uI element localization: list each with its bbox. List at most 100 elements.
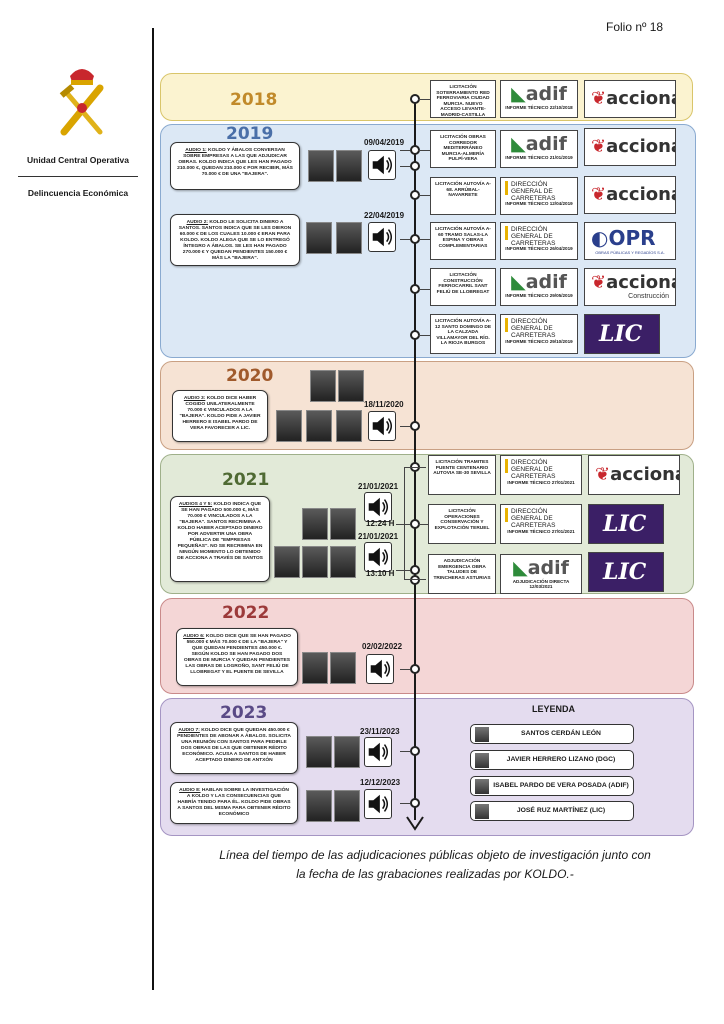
audio-title: AUDIO 2:	[186, 220, 209, 225]
contract-box: LICITACIÓN OBRAS CORREDOR MEDITERRÁNEO M…	[430, 130, 496, 168]
timeline-node	[410, 746, 420, 756]
report-label: ADJUDICACIÓN DIRECTA 12/03/2021	[512, 579, 570, 589]
connector	[400, 239, 410, 240]
audio-note: AUDIO 6: KOLDO DICE QUE SE HAN PAGADO 55…	[176, 628, 298, 686]
report-org: adif	[527, 557, 569, 579]
audio-date: 23/11/2023	[360, 727, 400, 736]
legend-item-label: JOSÉ RUZ MARTÍNEZ (LIC)	[516, 807, 606, 814]
speaker-icon[interactable]	[366, 654, 394, 684]
report-box-adif: ◣adif ADJUDICACIÓN DIRECTA 12/03/2021	[500, 554, 582, 594]
contract-box: LICITACIÓN TRAMITES PUENTE CENTENARIO AU…	[428, 455, 496, 495]
audio-title: AUDIO 6:	[183, 634, 205, 639]
report-box-adif: ◣adif INFORME TÉCNICO 29/05/2019	[500, 268, 578, 306]
speaker-icon[interactable]	[368, 150, 396, 180]
adif-leaf-icon: ◣	[511, 83, 526, 105]
year-label-2018: 2018	[230, 90, 278, 110]
company-logo-acciona: ❦acciona Construcción	[584, 268, 676, 306]
adif-leaf-icon: ◣	[511, 133, 526, 155]
person-photo	[306, 736, 332, 768]
timeline-node	[410, 575, 420, 585]
caption-line: Línea del tiempo de las adjudicaciones p…	[219, 848, 651, 862]
company-logo-acciona: ❦acciona	[584, 80, 676, 118]
timeline-node	[410, 421, 420, 431]
speaker-icon[interactable]	[368, 222, 396, 252]
guardia-civil-emblem-icon	[59, 69, 104, 136]
audio-note: AUDIOS 4 Y 5: KOLDO INDICA QUE SE HAN PA…	[170, 496, 270, 582]
audio-text: HABLAN SOBRE LA INVESTIGACIÓN A KOLDO Y …	[177, 788, 291, 817]
connector	[400, 426, 410, 427]
acciona-mark-icon: ❦	[591, 184, 607, 205]
person-photo	[475, 779, 489, 794]
speaker-icon[interactable]	[364, 737, 392, 767]
person-photo	[330, 508, 356, 540]
report-label: INFORME TÉCNICO 26/04/2019	[505, 246, 573, 251]
legend-title: LEYENDA	[532, 704, 576, 714]
acciona-mark-icon: ❦	[595, 464, 611, 485]
report-org: DIRECCIÓN GENERAL DE CARRETERAS	[505, 318, 573, 339]
audio-title: AUDIOS 4 Y 5:	[178, 502, 213, 507]
company-name: acciona	[606, 136, 676, 157]
connector	[400, 166, 410, 167]
connector	[404, 467, 426, 468]
connector	[418, 195, 430, 196]
connector	[396, 570, 410, 571]
year-label-2019: 2019	[226, 124, 274, 144]
audio-date: 12/12/2023	[360, 778, 401, 787]
company-name: acciona	[610, 464, 680, 485]
figure-caption: Línea del tiempo de las adjudicaciones p…	[170, 846, 700, 884]
margin-line	[152, 28, 154, 990]
legend-item-label: JAVIER HERRERO LIZANO (DGC)	[506, 756, 616, 763]
audio-note: AUDIO 7: KOLDO DICE QUE QUEDAN 450.000 €…	[170, 722, 298, 774]
audio-text: KOLDO Y ÁBALOS CONVERSAN SOBRE EMPRESAS …	[177, 148, 293, 177]
connector	[396, 524, 410, 525]
legend-item: ISABEL PARDO DE VERA POSADA (ADIF)	[470, 776, 634, 796]
speaker-icon[interactable]	[364, 542, 392, 572]
year-label-2021: 2021	[222, 470, 270, 490]
connector	[418, 289, 430, 290]
report-org: DIRECCIÓN GENERAL DE CARRETERAS	[505, 181, 573, 202]
company-logo-lic: LIC	[588, 504, 664, 544]
person-photo	[336, 150, 362, 182]
audio-date: 02/02/2022	[362, 642, 403, 651]
speaker-icon[interactable]	[364, 789, 392, 819]
report-org: adif	[525, 83, 567, 105]
adif-leaf-icon: ◣	[511, 271, 526, 293]
report-org: adif	[525, 133, 567, 155]
connector	[400, 150, 410, 151]
person-photo	[274, 546, 300, 578]
speaker-icon[interactable]	[368, 411, 396, 441]
connector-2021-bracket	[404, 467, 427, 579]
acciona-mark-icon: ❦	[591, 88, 607, 109]
contract-box: LICITACIÓN OPERACIONES CONSERVACIÓN Y EX…	[428, 504, 496, 544]
audio-text: KOLDO DICE QUE QUEDAN 450.000 € PENDIENT…	[177, 728, 291, 763]
timeline-node	[410, 161, 420, 171]
report-label: INFORME TÉCNICO 12/04/2019	[505, 201, 573, 206]
report-box-dgc: DIRECCIÓN GENERAL DE CARRETERAS INFORME …	[500, 504, 582, 544]
report-box-adif: ◣adif INFORME TÉCNICO 22/10/2018	[500, 80, 578, 118]
contract-box: LICITACIÓN AUTOVÍA A-68. ARRÚBAL-NAVARRE…	[430, 177, 496, 215]
report-label: INFORME TÉCNICO 27/01/2021	[507, 480, 575, 485]
audio-date: 21/01/2021	[358, 482, 399, 491]
connector	[418, 524, 428, 525]
connector	[400, 751, 410, 752]
audio-note: AUDIO 2: KOLDO LE SOLICITA DINERO A SANT…	[170, 214, 300, 266]
report-label: INFORME TÉCNICO 27/01/2021	[507, 529, 575, 534]
company-name: LIC	[603, 559, 647, 585]
company-subtitle: OBRAS PÚBLICAS Y REGADÍOS S.A.	[595, 250, 665, 255]
report-box-adif: ◣adif INFORME TÉCNICO 21/01/2019	[500, 130, 578, 168]
audio-date: 22/04/2019	[364, 211, 405, 220]
report-box-dgc: DIRECCIÓN GENERAL DE CARRETERAS INFORME …	[500, 455, 582, 495]
caption-line: la fecha de las grabaciones realizadas p…	[296, 867, 574, 881]
person-photo	[306, 790, 332, 822]
connector	[400, 669, 410, 670]
opr-mark-icon: ◐	[591, 226, 609, 250]
speaker-icon[interactable]	[364, 492, 392, 522]
connector	[418, 239, 430, 240]
report-box-dgc: DIRECCIÓN GENERAL DE CARRETERAS INFORME …	[500, 314, 578, 354]
report-label: INFORME TÉCNICO 29/05/2019	[505, 293, 573, 298]
audio-title: AUDIO 8:	[179, 788, 201, 793]
company-logo-acciona: ❦acciona	[584, 176, 676, 214]
audio-title: AUDIO 7:	[178, 728, 200, 733]
legend-item-label: ISABEL PARDO DE VERA POSADA (ADIF)	[493, 782, 629, 789]
legend-item: SANTOS CERDÁN LEÓN	[470, 724, 634, 744]
